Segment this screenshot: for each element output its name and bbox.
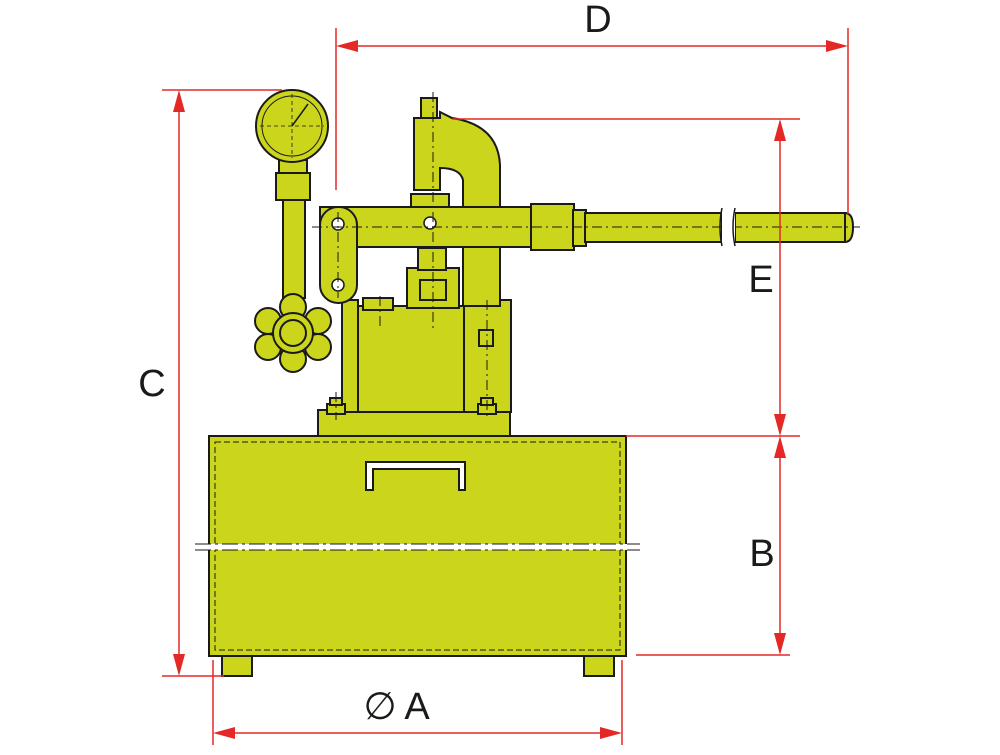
- foot-right: [583, 655, 615, 677]
- central-column: [357, 305, 465, 413]
- label-d: D: [584, 0, 611, 41]
- housing-nozzle: [420, 97, 438, 119]
- pillar-bolt: [478, 329, 494, 347]
- plunger-rod: [417, 247, 447, 271]
- pillar-left: [341, 299, 359, 413]
- label-e: E: [748, 259, 773, 301]
- centerlines: [312, 92, 860, 420]
- label-a-symbol: ∅: [363, 686, 396, 728]
- handle-break: [719, 205, 736, 249]
- dimension-labels: D E B C ∅ A: [138, 0, 774, 728]
- label-a: A: [404, 686, 430, 728]
- dimension-lines: [162, 28, 849, 745]
- handle-tube-outer: [734, 212, 846, 243]
- pump-housing: [413, 110, 501, 307]
- gauge-pipe: [282, 197, 306, 299]
- pump-body: [208, 97, 855, 677]
- label-b: B: [749, 533, 774, 575]
- valve-handwheel-icon: [254, 293, 332, 373]
- label-c: C: [138, 363, 165, 405]
- tank-handle: [365, 461, 466, 491]
- gauge-connector-lower: [275, 172, 311, 201]
- foot-left: [221, 655, 253, 677]
- pressure-gauge-icon: [255, 89, 329, 163]
- top-block: [362, 297, 394, 311]
- tank-break: [195, 543, 640, 551]
